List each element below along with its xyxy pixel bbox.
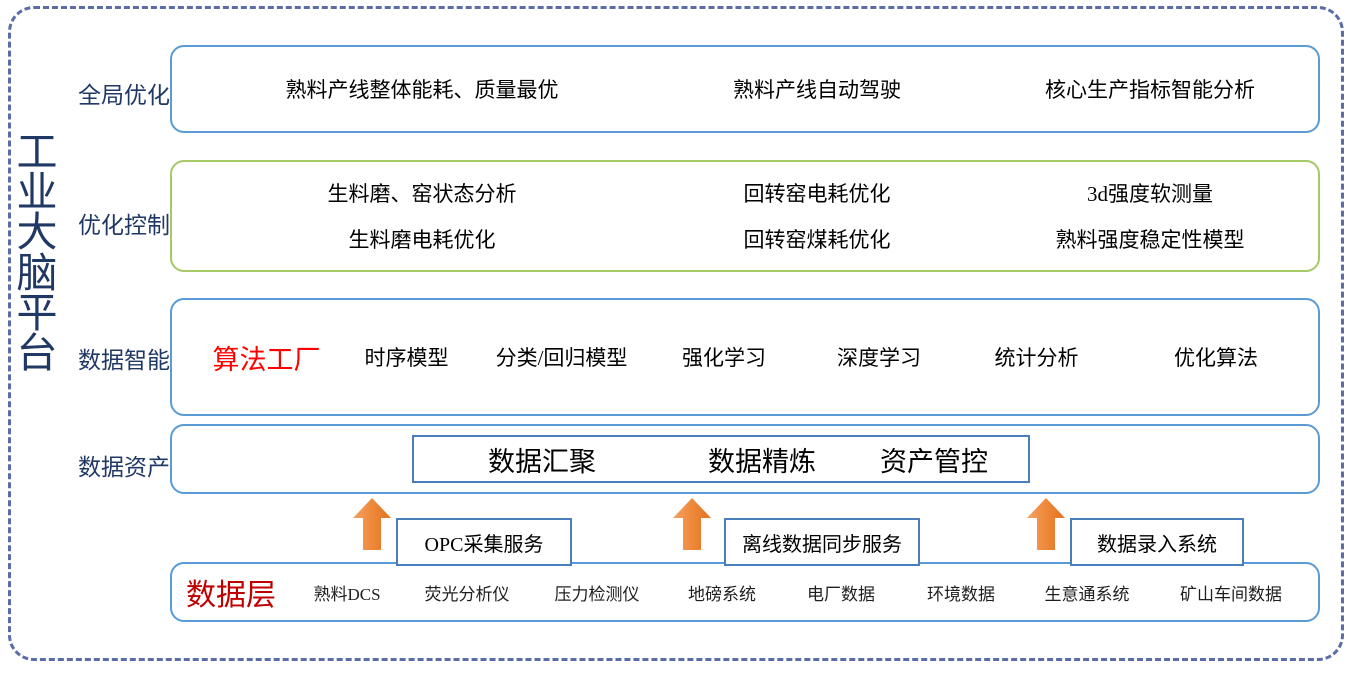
- platform-vertical-title: 工 业 大 脑 平 台: [10, 129, 64, 376]
- service-box-offline-data-sync: 离线数据同步服务: [724, 518, 920, 566]
- cell-asset-refinement: 数据精炼: [708, 446, 816, 477]
- row-label-data-intelligence: 数据智能: [78, 348, 170, 373]
- cell-intel-1: 时序模型: [364, 346, 449, 370]
- data-source-1: 荧光分析仪: [424, 584, 510, 604]
- cell-control-1-0: 生料磨电耗优化: [348, 228, 496, 252]
- cell-intel-4: 深度学习: [837, 346, 921, 370]
- panel-data-intelligence: 算法工厂 时序模型 分类/回归模型 强化学习 深度学习 统计分析 优化算法: [170, 298, 1320, 416]
- cell-asset-governance: 资产管控: [880, 446, 988, 477]
- data-layer-title: 数据层: [186, 579, 276, 612]
- panel-global-optimization: 熟料产线整体能耗、质量最优 熟料产线自动驾驶 核心生产指标智能分析: [170, 45, 1320, 133]
- cell-global-1: 熟料产线自动驾驶: [733, 78, 901, 102]
- data-source-2: 压力检测仪: [554, 584, 640, 604]
- data-source-7: 矿山车间数据: [1180, 584, 1282, 604]
- box-data-asset-functions: 数据汇聚 数据精炼 资产管控: [412, 435, 1030, 483]
- data-source-0: 熟料DCS: [313, 584, 381, 604]
- up-arrow-icon-offline-sync: [672, 497, 712, 551]
- cell-intel-3: 强化学习: [682, 346, 766, 370]
- cell-asset-aggregation: 数据汇聚: [488, 446, 596, 477]
- data-source-5: 环境数据: [927, 584, 995, 604]
- row-label-global-optimization: 全局优化: [78, 83, 170, 108]
- platform-title-char-1: 工: [16, 129, 58, 175]
- platform-title-char-6: 台: [16, 329, 58, 376]
- cell-control-0-2: 3d强度软测量: [1087, 182, 1213, 206]
- cell-intel-5: 统计分析: [994, 346, 1079, 370]
- cell-control-1-1: 回转窑煤耗优化: [743, 228, 891, 252]
- cell-intel-6: 优化算法: [1174, 346, 1258, 370]
- cell-control-0-0: 生料磨、窑状态分析: [327, 182, 517, 206]
- data-source-6: 生意通系统: [1044, 584, 1130, 604]
- data-source-3: 地磅系统: [688, 584, 756, 604]
- up-arrow-icon-opc: [352, 497, 392, 551]
- panel-optimization-control: 生料磨、窑状态分析 回转窑电耗优化 3d强度软测量 生料磨电耗优化 回转窑煤耗优…: [170, 160, 1320, 272]
- service-box-data-entry: 数据录入系统: [1070, 518, 1244, 566]
- cell-control-0-1: 回转窑电耗优化: [743, 182, 891, 206]
- cell-intel-2: 分类/回归模型: [495, 346, 628, 370]
- platform-title-char-3: 大: [16, 209, 58, 256]
- row-label-optimization-control: 优化控制: [78, 213, 170, 238]
- cell-control-1-2: 熟料强度稳定性模型: [1055, 228, 1245, 252]
- platform-title-char-5: 平: [16, 289, 58, 336]
- cell-global-2: 核心生产指标智能分析: [1045, 78, 1255, 102]
- platform-title-char-4: 脑: [16, 249, 58, 296]
- cell-global-0: 熟料产线整体能耗、质量最优: [285, 78, 559, 102]
- up-arrow-icon-data-entry: [1026, 497, 1066, 551]
- data-source-4: 电厂数据: [807, 584, 875, 604]
- panel-data-layer: 数据层 熟料DCS 荧光分析仪 压力检测仪 地磅系统 电厂数据 环境数据 生意通…: [170, 562, 1320, 622]
- service-box-opc-collection: OPC采集服务: [396, 518, 572, 566]
- row-label-data-assets: 数据资产: [78, 455, 170, 480]
- platform-title-char-2: 业: [16, 169, 58, 216]
- outer-dashed-frame: [8, 6, 1344, 661]
- cell-intel-algo-factory: 算法工厂: [212, 344, 321, 375]
